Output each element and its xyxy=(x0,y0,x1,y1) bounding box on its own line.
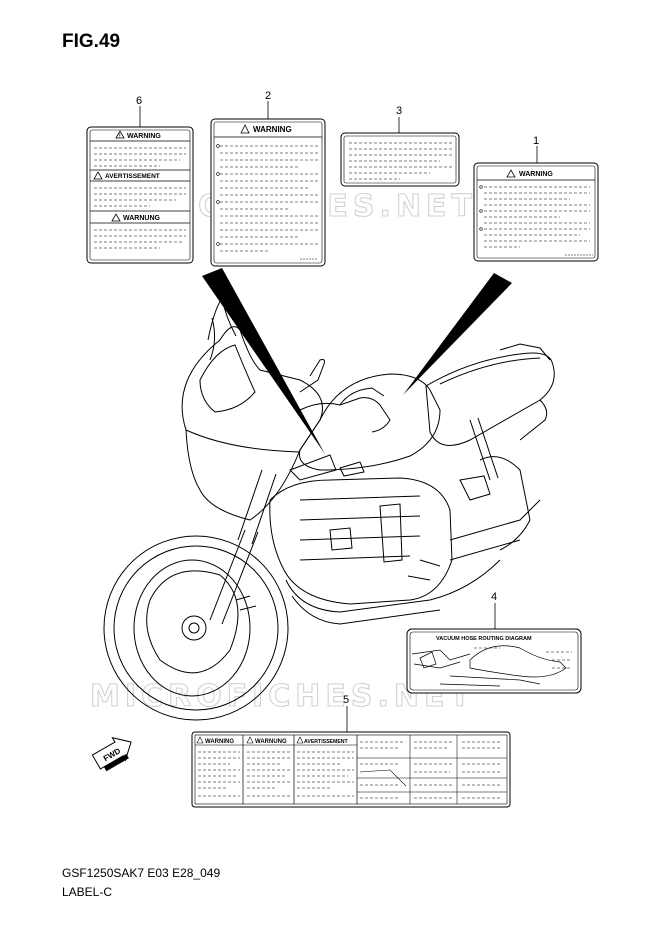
footer-subtitle: LABEL-C xyxy=(62,885,113,899)
warning-triangle-icon xyxy=(506,169,516,178)
figure-title: FIG.49 xyxy=(62,31,121,52)
warning-triangle-icon xyxy=(196,736,204,744)
label6-warning-heading: WARNING xyxy=(127,133,161,140)
label5-avertissement-heading: AVERTISSEMENT xyxy=(304,739,349,745)
callout-6: 6 xyxy=(136,95,142,107)
label1-warning-heading: WARNING xyxy=(519,171,553,178)
callout-3: 3 xyxy=(396,105,402,117)
warning-triangle-icon xyxy=(296,736,304,744)
label-5[interactable]: WARNING WARNUNG AVERTISSEMENT xyxy=(191,731,511,808)
svg-text:!: ! xyxy=(119,134,121,140)
label2-warning-heading: WARNING xyxy=(253,125,292,134)
footer-model-code: GSF1250SAK7 E03 E28_049 xyxy=(62,866,221,880)
fwd-arrow-icon: FWD xyxy=(91,736,132,772)
label-4[interactable]: VACUUM HOSE ROUTING DIAGRAM xyxy=(406,628,582,694)
warning-triangle-icon xyxy=(240,124,250,134)
callout-2: 2 xyxy=(265,90,271,102)
label4-heading: VACUUM HOSE ROUTING DIAGRAM xyxy=(436,636,532,642)
label5-warnung-heading: WARNUNG xyxy=(255,739,287,745)
label-6[interactable]: ! WARNING AVERTISSEMENT WARNUNG xyxy=(86,126,194,264)
warning-triangle-icon xyxy=(246,736,254,744)
callout-5: 5 xyxy=(343,694,349,706)
warning-triangle-icon: ! xyxy=(115,130,125,140)
callout-1: 1 xyxy=(533,135,539,147)
warning-triangle-icon xyxy=(111,213,121,222)
motorcycle-drawing xyxy=(103,296,555,721)
label6-avertissement-heading: AVERTISSEMENT xyxy=(105,173,160,180)
label5-warning-heading: WARNING xyxy=(205,739,234,745)
label-1[interactable]: WARNING xyxy=(473,162,599,262)
label-3[interactable] xyxy=(340,132,460,187)
warning-triangle-icon xyxy=(93,171,103,180)
pointer-wedge-left xyxy=(202,268,325,454)
pointer-wedge-right xyxy=(403,273,512,395)
callout-4: 4 xyxy=(491,591,497,603)
label-2[interactable]: WARNING xyxy=(210,118,326,267)
label6-warnung-heading: WARNUNG xyxy=(123,215,160,222)
vacuum-hose-diagram xyxy=(411,645,567,687)
